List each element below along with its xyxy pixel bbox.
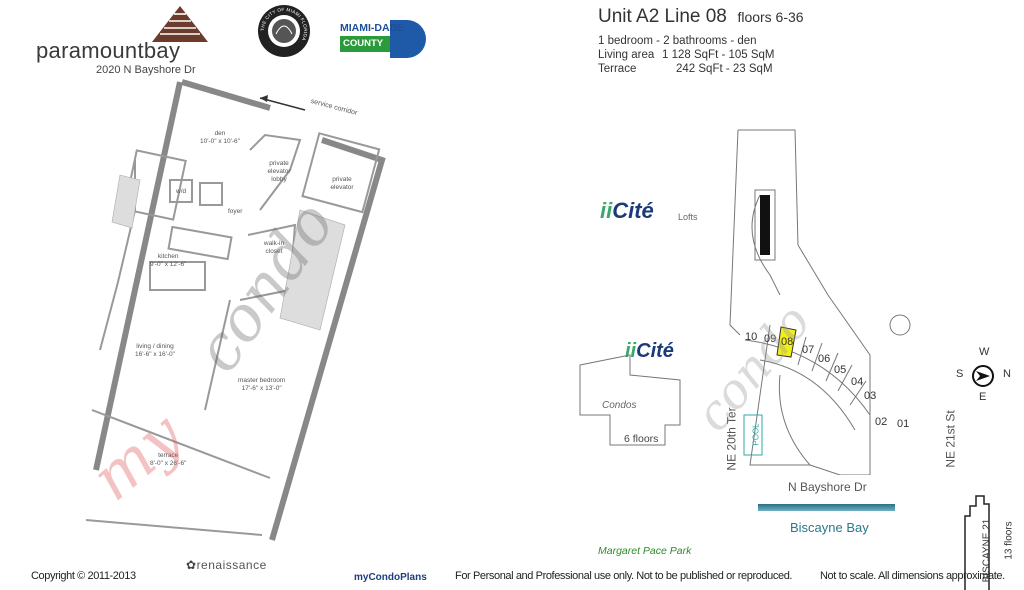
unit-08[interactable]: 08: [781, 336, 794, 348]
mycondoplans-logo: myCondoPlans: [354, 572, 427, 583]
margaret-pace-park-label: Margaret Pace Park: [598, 545, 692, 557]
biscayne-21-floors: 13 floors: [1003, 521, 1015, 560]
miami-dade-county-logo: MIAMI-DADE COUNTY: [340, 20, 426, 58]
unit-05: 05: [834, 364, 847, 376]
street-ne-20th-ter: NE 20th Ter: [724, 407, 739, 471]
scale-notice: Not to scale. All dimensions approximate…: [820, 570, 1005, 582]
condos-label: Condos: [602, 400, 637, 411]
street-ne-21st-st: NE 21st St: [943, 410, 958, 468]
room-private-elevator: private elevator: [330, 176, 354, 191]
living-area-value: 1 128 SqFt - 105 SqM: [662, 49, 775, 61]
room-wd: w/d: [176, 188, 187, 195]
pyramid-logo-icon: [152, 6, 208, 42]
compass-arrow-icon: [972, 365, 994, 387]
unit-07: 07: [802, 344, 815, 356]
unit-03: 03: [864, 390, 877, 402]
biscayne-bay-line: [758, 504, 895, 511]
compass: W S N E: [956, 346, 1011, 403]
unit-floors: floors 6-36: [737, 9, 804, 25]
pool-label: POOL: [751, 423, 761, 446]
lofts-label: Lofts: [678, 212, 698, 222]
street-n-bayshore-dr: N Bayshore Dr: [788, 480, 867, 494]
floor-plan: [85, 79, 386, 541]
unit-details: 1 bedroom - 2 bathrooms - den Living are…: [598, 35, 775, 75]
condos-floors: 6 floors: [624, 433, 659, 445]
room-walk-in-closet: walk-in closet: [263, 240, 285, 255]
unit-08-highlight[interactable]: [776, 326, 797, 358]
terrace-value: 242 SqFt - 23 SqM: [676, 63, 773, 75]
county-logo-line1: MIAMI-DADE: [340, 22, 405, 34]
unit-06: 06: [818, 353, 831, 365]
cite-condos-logo: iiCité: [625, 340, 674, 362]
unit-title: Unit A2 Line 08 floors 6-36: [598, 6, 804, 27]
renaissance-logo: ✿renaissance: [186, 558, 267, 572]
service-corridor-arrow-icon: [259, 97, 306, 111]
room-foyer: foyer: [228, 208, 243, 215]
unit-09: 09: [764, 333, 777, 345]
brand-name: paramountbay: [36, 38, 181, 63]
unit-10: 10: [745, 331, 758, 343]
unit-summary: 1 bedroom - 2 bathrooms - den: [598, 35, 757, 47]
room-elevator-lobby: private elevator lobby: [267, 160, 291, 183]
unit-04: 04: [851, 376, 864, 388]
unit-02: 02: [875, 416, 888, 428]
building-address: 2020 N Bayshore Dr: [96, 64, 196, 76]
usage-notice: For Personal and Professional use only. …: [455, 570, 793, 582]
cite-lofts-logo: iiCité: [600, 198, 654, 223]
biscayne-bay-label: Biscayne Bay: [790, 520, 869, 535]
county-logo-line2: COUNTY: [340, 36, 390, 52]
biscayne-21-building: [964, 495, 990, 590]
copyright: Copyright © 2011-2013: [31, 570, 136, 582]
paramountbay-logo: [150, 4, 210, 49]
city-of-miami-seal: THE CITY OF MIAMI FLORIDA: [256, 4, 312, 63]
unit-01: 01: [897, 418, 910, 430]
site-plan: [579, 129, 911, 475]
